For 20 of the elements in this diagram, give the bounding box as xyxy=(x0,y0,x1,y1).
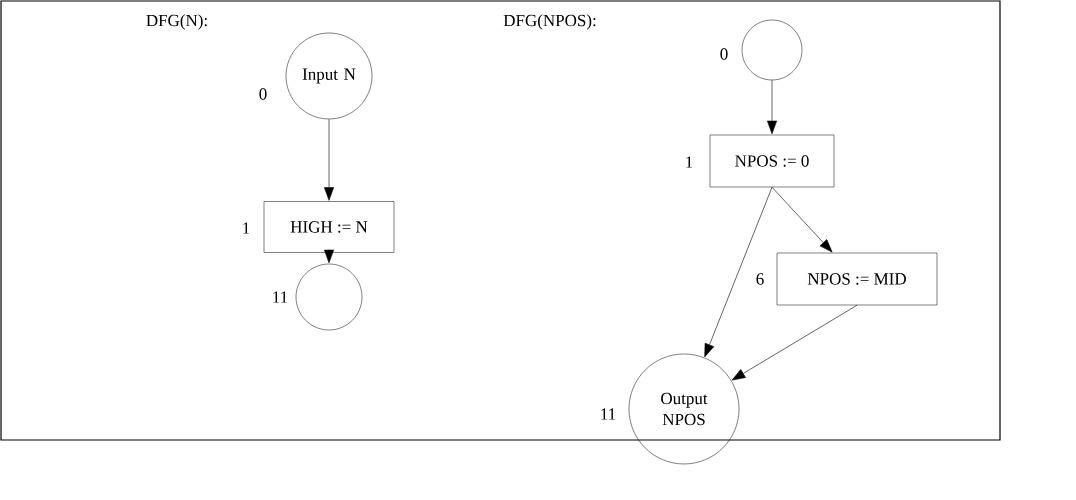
node-number: 1 xyxy=(243,222,250,234)
circle-node: Input N xyxy=(285,32,373,120)
arrow xyxy=(324,118,334,201)
arrow xyxy=(767,79,777,135)
process-box: NPOS := MID xyxy=(776,252,938,306)
process-box: NPOS := 0 xyxy=(709,134,835,188)
node-number: 0 xyxy=(720,48,728,60)
node-number: 6 xyxy=(756,273,764,285)
node-number: 0 xyxy=(259,88,267,100)
circle-node: Output NPOS xyxy=(628,353,740,465)
node-number: 1 xyxy=(686,156,693,168)
node-number: 11 xyxy=(273,291,288,303)
arrow xyxy=(324,249,334,264)
graph-title: DFG(N): xyxy=(146,14,207,30)
process-box: HIGH := N xyxy=(263,201,395,253)
arrow xyxy=(771,186,833,253)
node-number: 11 xyxy=(601,408,616,420)
graph-title: DFG(NPOS): xyxy=(503,14,596,30)
arrow xyxy=(731,304,858,381)
arrow xyxy=(704,186,773,358)
